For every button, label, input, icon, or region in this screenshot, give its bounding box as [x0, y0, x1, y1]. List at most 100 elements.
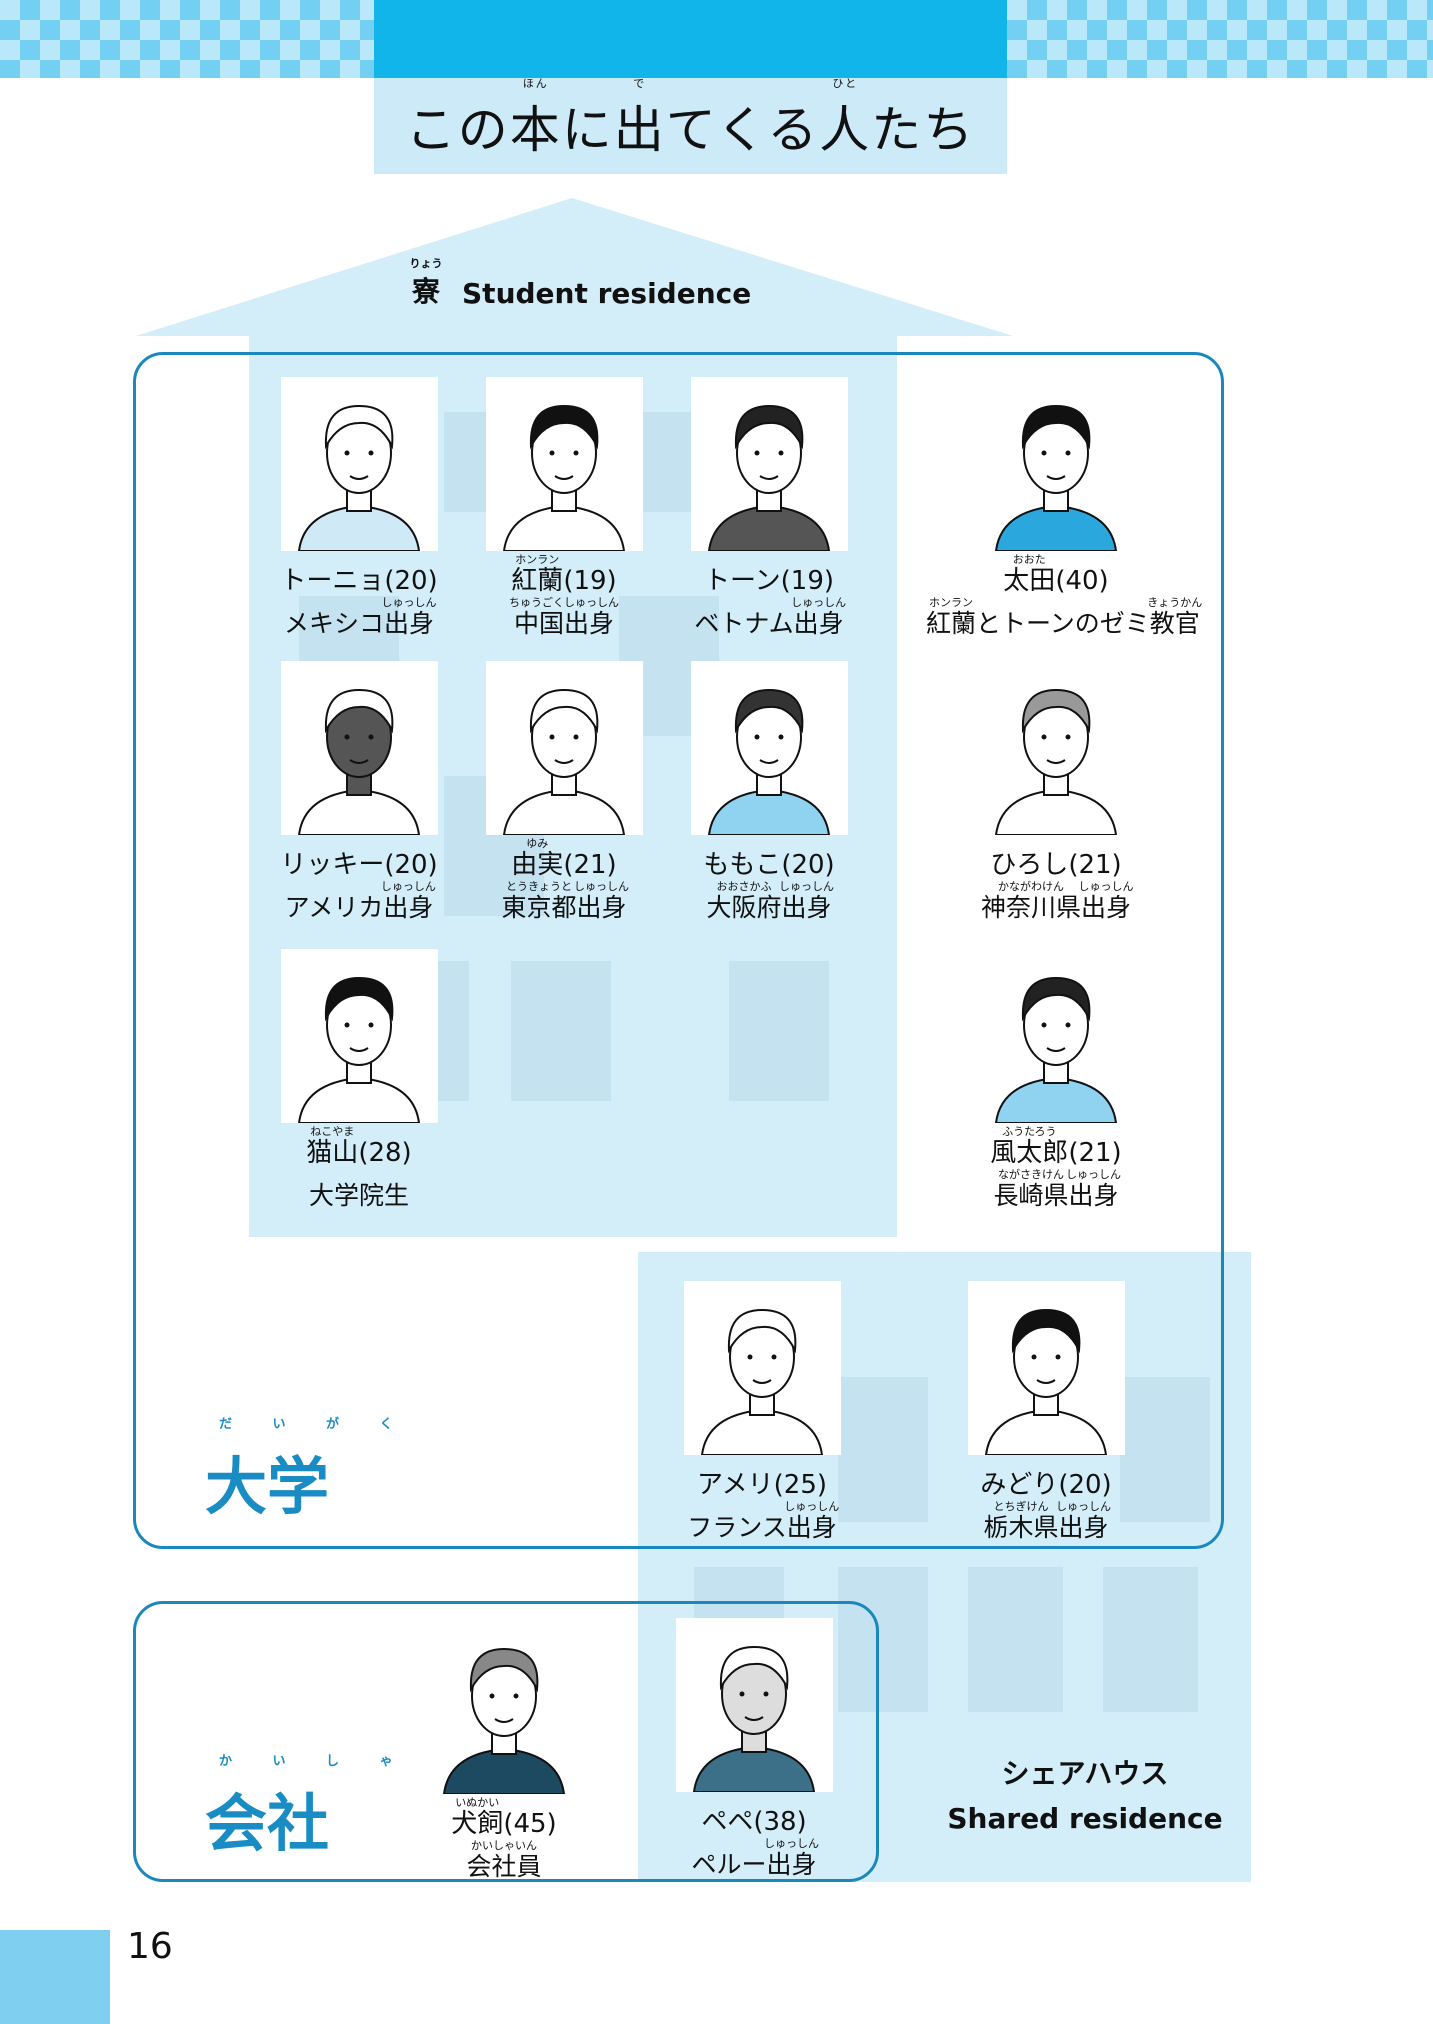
text-segment: ペルー — [691, 1850, 766, 1880]
text-segment: ひと人 — [819, 77, 871, 162]
segment-text: 大阪府 — [706, 893, 782, 922]
segment-text: 出身 — [383, 893, 434, 922]
segment-text: ひろし(21) — [990, 850, 1122, 880]
ruby: きょうかん — [1147, 596, 1203, 609]
person-photo — [485, 661, 643, 835]
person-card: ホンラン紅蘭(19) ちゅうごくしゅっしん中国出身 — [434, 377, 694, 639]
segment-text: 由実 — [511, 850, 564, 880]
person-card: ももこ(20) おおさかふ大阪府しゅっしん出身 — [639, 661, 899, 923]
segment-text: 風太郎 — [990, 1138, 1069, 1168]
avatar-woman-bob-icon — [984, 1308, 1108, 1455]
person-origin: ホンラン紅蘭とトーンのゼミきょうかん教官 — [926, 596, 1202, 639]
person-photo — [971, 377, 1141, 551]
segment-text: ももこ(20) — [703, 850, 835, 880]
company-label: か い し ゃ会社 — [205, 1755, 393, 1863]
text-segment: おおた太田 — [1003, 553, 1056, 596]
text-segment: この — [406, 90, 510, 162]
person-origin: 大学院生 — [229, 1168, 489, 1211]
text-segment: ベトナム — [694, 609, 793, 639]
person-name: ねこやま猫山(28) — [229, 1125, 489, 1168]
text-segment: しゅっしん出身 — [1056, 1500, 1111, 1543]
avatar-man-beard-plaid-icon — [297, 404, 421, 551]
avatar-man-hoodie-icon — [994, 976, 1118, 1123]
segment-text: 出身 — [576, 893, 627, 922]
text-segment: しゅっしん出身 — [381, 880, 436, 923]
avatar-woman-glasses-bob-icon — [707, 688, 831, 835]
person-photo — [280, 949, 438, 1123]
text-segment: おおさかふ大阪府 — [706, 880, 782, 923]
text-segment: ほん本 — [510, 77, 562, 162]
ruby: いぬかい — [455, 1796, 500, 1809]
segment-text: (28) — [358, 1138, 412, 1168]
person-card: ペペ(38) ペルーしゅっしん出身 — [624, 1618, 884, 1880]
person-photo — [683, 1281, 841, 1455]
person-name: ももこ(20) — [639, 837, 899, 880]
person-name: アメリ(25) — [632, 1457, 892, 1500]
segment-text: みどり(20) — [980, 1470, 1112, 1500]
text-segment: ながさきけん長崎県 — [993, 1168, 1069, 1211]
text-segment: (21) — [563, 850, 616, 880]
person-name: みどり(20) — [916, 1457, 1176, 1500]
avatar-man-suit-icon — [692, 1645, 816, 1792]
segment-text: 出身 — [1058, 1513, 1109, 1542]
ruby: しゅっしん — [779, 880, 834, 893]
ruby: しゅっしん — [574, 880, 629, 893]
person-photo — [971, 661, 1141, 835]
ruby: しゅっしん — [1056, 1500, 1111, 1513]
ruby: ホンラン — [929, 596, 973, 609]
text-segment: ペペ(38) — [701, 1807, 806, 1837]
text-segment: しゅっしん出身 — [764, 1837, 819, 1880]
ruby: ねこやま — [310, 1125, 355, 1138]
segment-text: 東京都 — [501, 893, 577, 922]
page-number-tab — [0, 1930, 110, 2024]
person-card: ゆみ由実(21) とうきょうと東京都しゅっしん出身 — [434, 661, 694, 923]
ruby: だ い が く — [219, 1417, 411, 1432]
segment-text: 長崎県 — [993, 1181, 1069, 1210]
ruby: しゅっしん — [791, 596, 847, 609]
ruby: で — [633, 77, 647, 90]
text-segment: ももこ(20) — [703, 850, 834, 880]
person-name: いぬかい犬飼(45) — [374, 1796, 634, 1839]
text-segment: しゅっしん出身 — [784, 1500, 839, 1543]
ruby: ほん — [522, 77, 549, 90]
person-name: ふうたろう風太郎(21) — [926, 1125, 1186, 1168]
ruby: おおた — [1012, 553, 1046, 566]
text-segment: とちぎけん栃木県 — [983, 1500, 1058, 1543]
segment-text: てくる — [665, 101, 820, 159]
person-origin: ちゅうごくしゅっしん中国出身 — [434, 596, 694, 639]
university-label: だ い が く大学 — [205, 1418, 393, 1526]
person-photo — [967, 1281, 1125, 1455]
segment-text: 紅蘭 — [926, 609, 977, 638]
person-origin: ベトナムしゅっしん出身 — [639, 596, 899, 639]
person-origin: かながわけん神奈川県しゅっしん出身 — [926, 880, 1186, 923]
segment-text: 教官 — [1149, 609, 1200, 638]
person-name: トーン(19) — [639, 553, 899, 596]
text-segment: しゅっしん出身 — [779, 880, 834, 923]
person-photo — [485, 377, 643, 551]
text-segment: かながわけん神奈川県 — [981, 880, 1081, 923]
segment-text: 太田 — [1003, 566, 1056, 596]
text-segment: アメリカ — [285, 893, 384, 923]
segment-text: 出身 — [793, 609, 844, 638]
person-card: みどり(20) とちぎけん栃木県しゅっしん出身 — [916, 1281, 1176, 1543]
avatar-man-dark-skin-icon — [297, 688, 421, 835]
person-name: ゆみ由実(21) — [434, 837, 694, 880]
text-segment: (28) — [358, 1138, 411, 1168]
segment-text: フランス — [687, 1513, 787, 1542]
segment-text: 中国出身 — [513, 609, 614, 638]
segment-text: に — [561, 101, 614, 159]
ruby: しゅっしん — [380, 880, 436, 893]
header-pattern-right — [1007, 0, 1433, 78]
header-pattern-left — [0, 0, 374, 78]
segment-text: 出 — [613, 101, 666, 159]
segment-text: (21) — [563, 850, 617, 880]
person-origin: メキシコしゅっしん出身 — [229, 596, 489, 639]
ruby: ゆみ — [526, 837, 549, 850]
text-segment: トーニョ(20) — [280, 566, 437, 596]
segment-text: (40) — [1055, 566, 1109, 596]
company-box — [133, 1601, 879, 1882]
dorm-roof — [136, 198, 1013, 336]
text-segment: ちゅうごくしゅっしん中国出身 — [509, 596, 619, 639]
avatar-man-glasses-icon — [297, 976, 421, 1123]
segment-text: この — [405, 101, 510, 159]
